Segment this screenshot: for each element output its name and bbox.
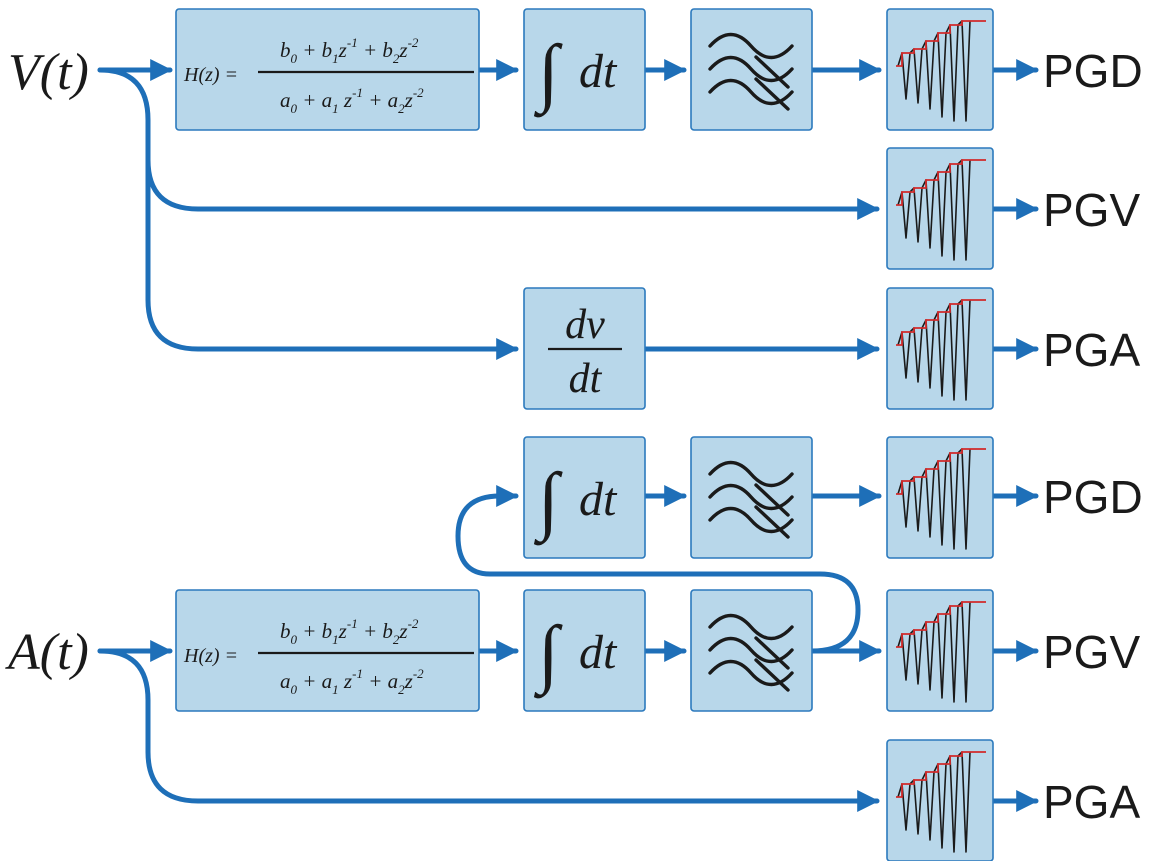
- bandpass-box-acceleration: [690, 589, 813, 712]
- integrator-label: dt: [579, 45, 618, 98]
- output-label-pgv-velocity: PGV: [1043, 184, 1140, 236]
- filter-numerator: b0 + b1z-1 + b2z-2: [280, 35, 419, 66]
- wires-acceleration: [97, 484, 882, 813]
- bandpass-box-velocity: [690, 8, 813, 131]
- integrator-label: dt: [579, 626, 618, 679]
- derivative-denominator: dt: [569, 356, 603, 402]
- filter-denominator: a0 + a1 z-1 + a2z-2: [280, 666, 424, 697]
- filter-lhs: H(z) =: [183, 64, 238, 86]
- derivative-numerator: dv: [565, 302, 605, 348]
- integrator-label: dt: [579, 473, 618, 526]
- integral-icon: ∫: [534, 458, 563, 546]
- peak-box-3: [886, 287, 994, 410]
- output-arrows: [990, 58, 1039, 813]
- filter-box-velocity: H(z) = b0 + b1z-1 + b2z-2 a0 + a1 z-1 + …: [175, 8, 480, 131]
- peak-box-5: [886, 589, 994, 712]
- output-label-pga-velocity: PGA: [1043, 324, 1140, 376]
- integrator-box-acceleration-upper: ∫ dt: [523, 436, 646, 559]
- output-label-pgd-acceleration: PGD: [1043, 471, 1143, 523]
- integral-icon: ∫: [534, 611, 563, 699]
- input-label-velocity: V(t): [8, 44, 89, 101]
- integrator-box-acceleration: ∫ dt: [523, 589, 646, 712]
- filter-box-acceleration: H(z) = b0 + b1z-1 + b2z-2 a0 + a1 z-1 + …: [175, 589, 480, 712]
- filter-numerator: b0 + b1z-1 + b2z-2: [280, 616, 419, 647]
- output-label-pga-acceleration: PGA: [1043, 776, 1140, 828]
- input-label-acceleration: A(t): [5, 624, 89, 681]
- output-label-pgd-velocity: PGD: [1043, 45, 1143, 97]
- integrator-box-velocity: ∫ dt: [523, 8, 646, 131]
- peak-box-2: [886, 147, 994, 270]
- derivative-box: dv dt: [523, 287, 646, 410]
- peak-box-6: [886, 739, 994, 861]
- integral-icon: ∫: [534, 30, 563, 118]
- filter-lhs: H(z) =: [183, 645, 238, 667]
- filter-denominator: a0 + a1 z-1 + a2z-2: [280, 85, 424, 116]
- peak-box-4: [886, 436, 994, 559]
- output-label-pgv-acceleration: PGV: [1043, 626, 1140, 678]
- bandpass-box-acceleration-upper: [690, 436, 813, 559]
- peak-box-1: [886, 8, 994, 131]
- wires-velocity: [97, 58, 882, 361]
